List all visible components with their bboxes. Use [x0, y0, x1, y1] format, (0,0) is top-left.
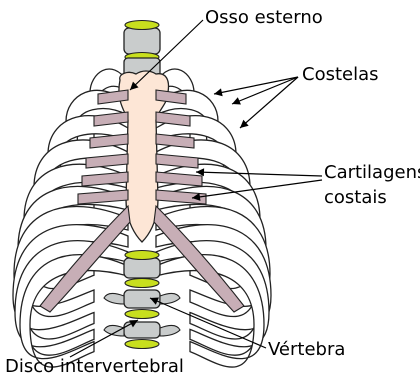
label-costal-cartilages-line1: Cartilagens — [324, 163, 420, 183]
costal-cartilage-right — [156, 134, 194, 148]
leader-ribs-1 — [214, 77, 298, 94]
intervertebral-disc — [125, 310, 159, 319]
label-ribs: Costelas — [302, 65, 379, 85]
intervertebral-disc — [125, 340, 159, 349]
arrowhead-ribs-1 — [214, 88, 223, 96]
leader-ribs-3 — [240, 77, 298, 128]
label-vertebra: Vértebra — [268, 340, 345, 360]
vertebral-process — [160, 293, 180, 304]
vertebral-process — [104, 325, 124, 336]
label-costal-cartilages-line2: costais — [324, 188, 387, 208]
vertebral-process — [160, 325, 180, 336]
label-sternum: Osso esterno — [205, 8, 323, 28]
costal-cartilage-left — [94, 112, 128, 126]
costal-cartilage-left — [90, 134, 128, 148]
vertebral-process — [104, 293, 124, 304]
vertebra — [124, 28, 160, 54]
intervertebral-disc — [125, 21, 159, 30]
label-intervertebral-disc: Disco intervertebral — [5, 357, 184, 377]
costal-cartilage-right — [156, 112, 190, 126]
intervertebral-disc — [125, 251, 159, 260]
intervertebral-disc — [125, 279, 159, 288]
leader-ribs-2 — [232, 77, 298, 104]
vertebra — [124, 258, 160, 278]
